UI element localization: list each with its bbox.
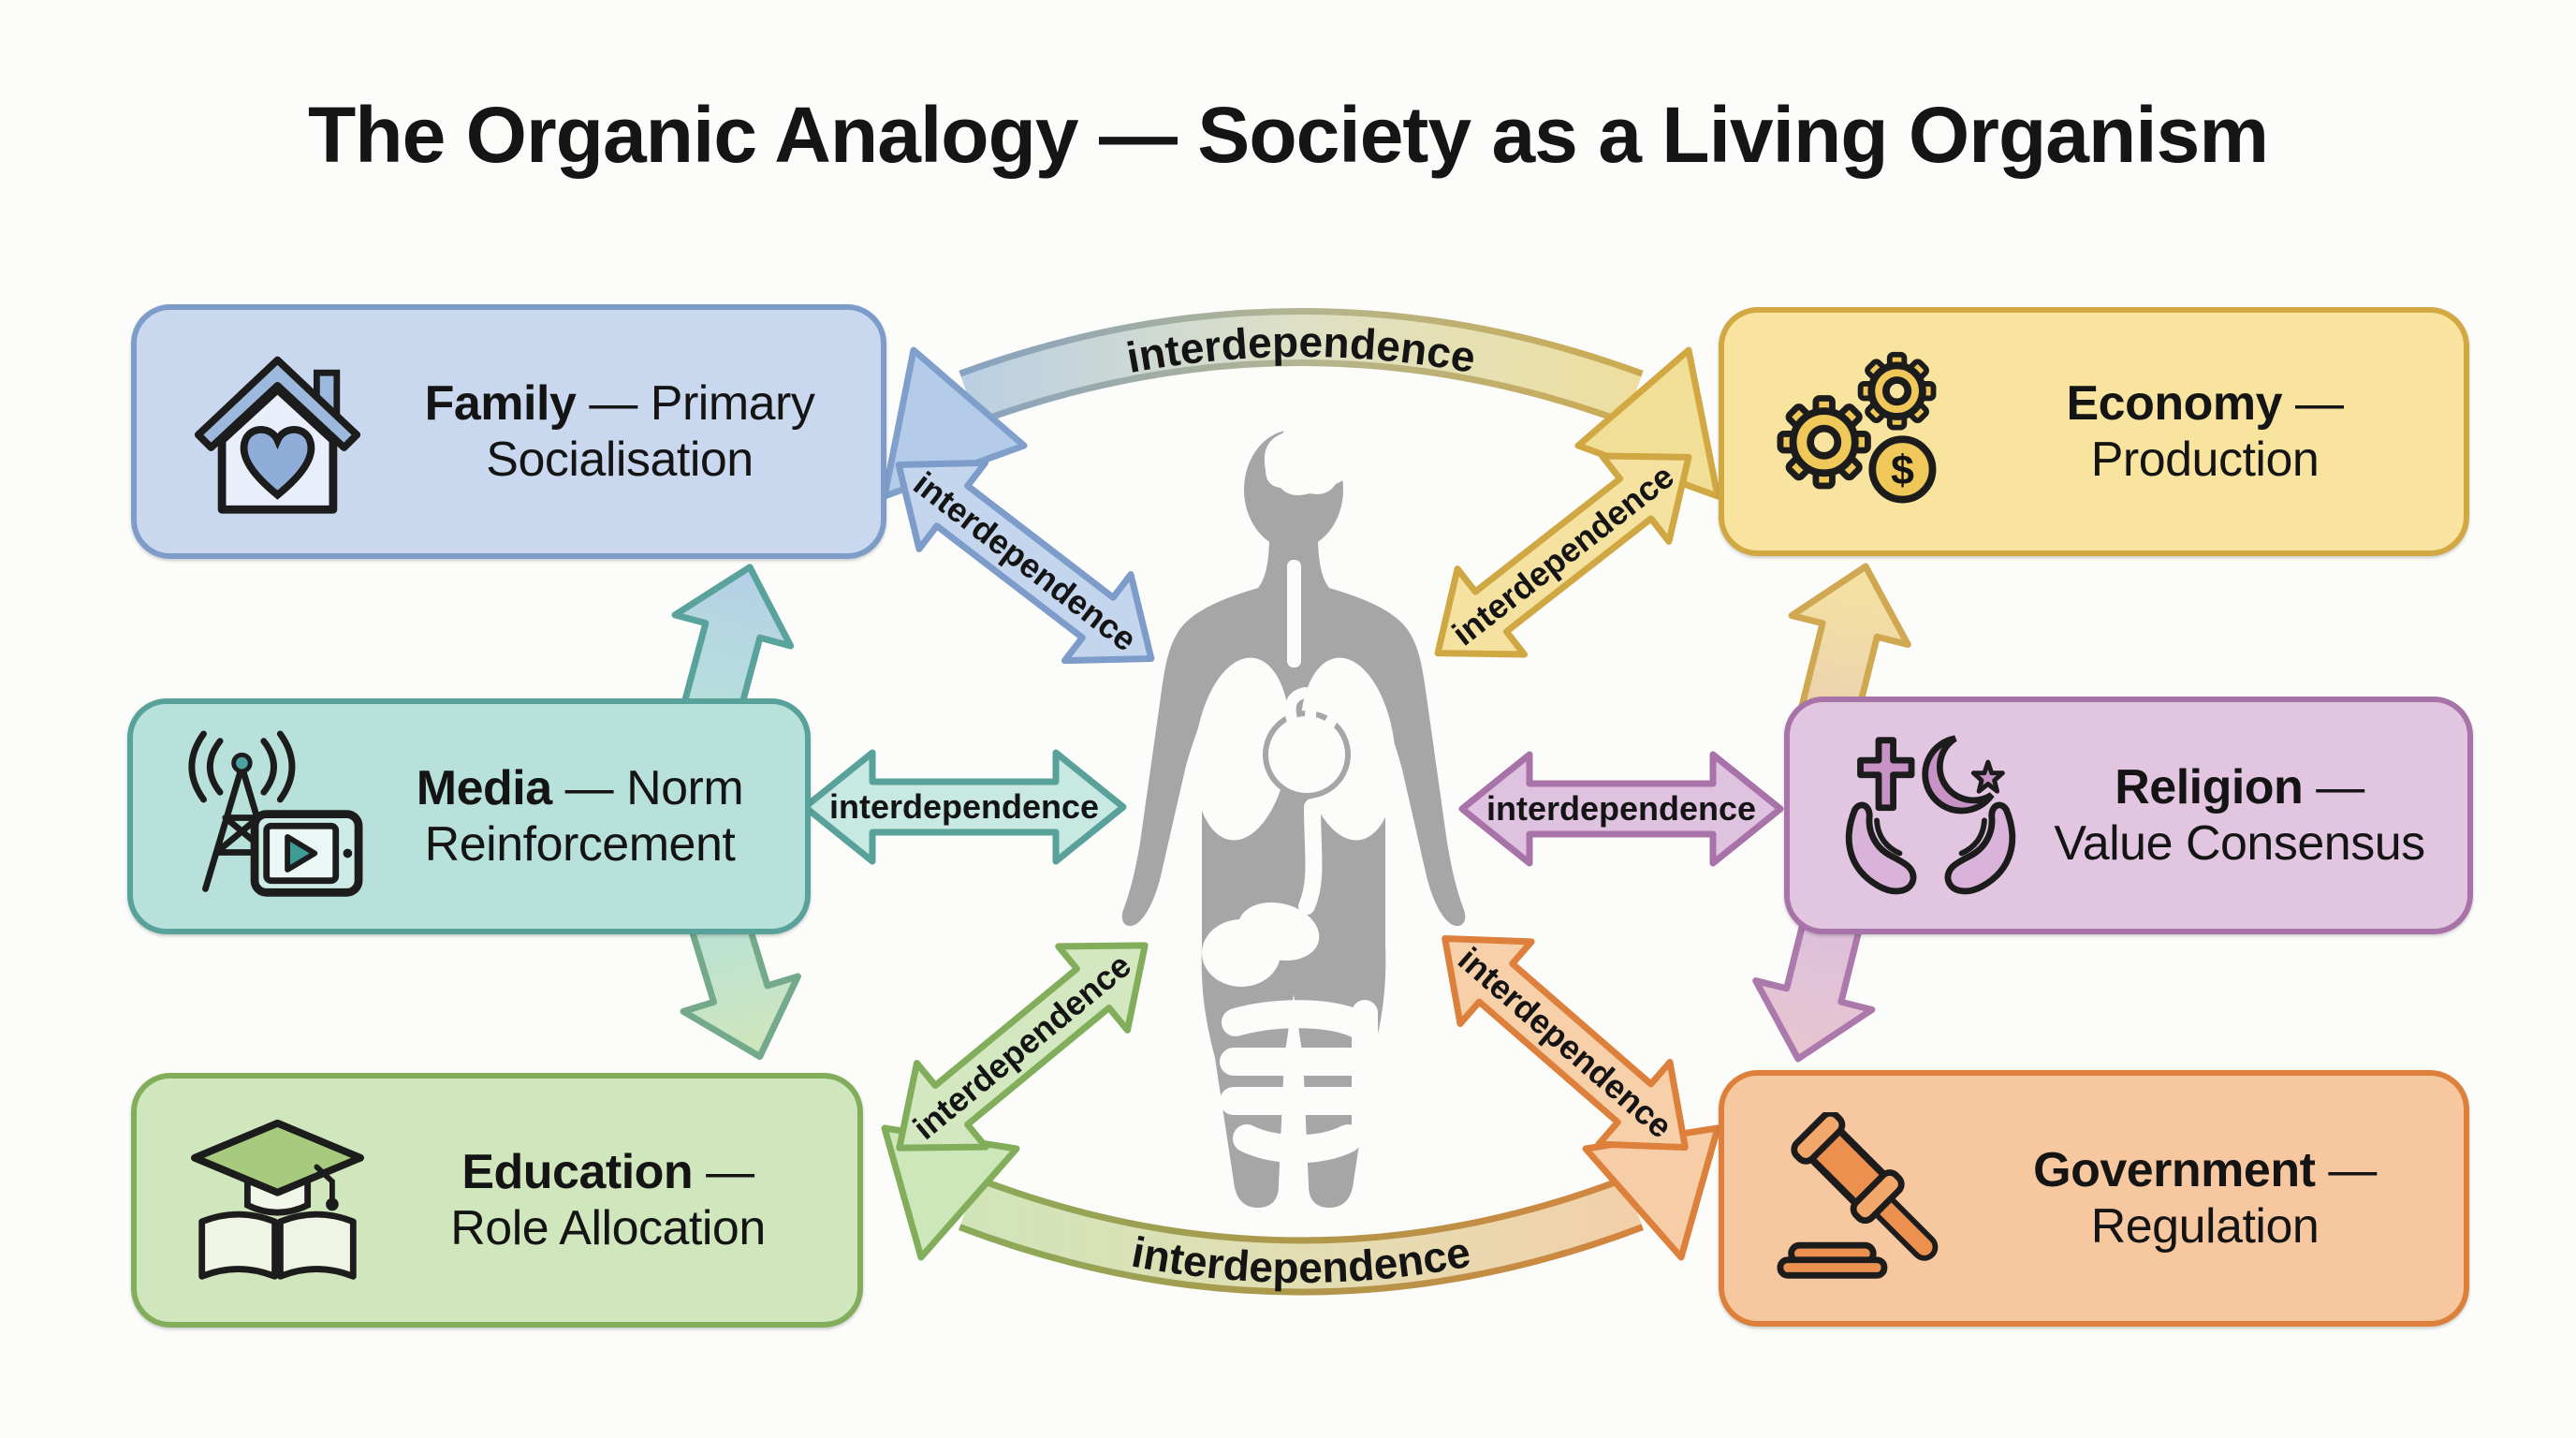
body-organs [1193, 421, 1397, 1164]
family-economy-arc-arrow [881, 308, 1721, 500]
religion-line2: Value Consensus [2054, 816, 2425, 871]
interdependence-label: interdependence [905, 946, 1137, 1147]
interdependence-label: interdependence [829, 787, 1099, 826]
media-name: Media [416, 760, 552, 815]
family-name: Family [424, 375, 577, 431]
interdependence-label: interdependence [1445, 457, 1681, 653]
economy-box-label: Economy — Production [1961, 375, 2464, 489]
interdependence-label: interdependence [907, 464, 1145, 659]
diagram-title: The Organic Analogy — Society as a Livin… [307, 91, 2269, 179]
education-box-label: Education — Role Allocation [373, 1144, 857, 1257]
interdependence-label: interdependence [1486, 789, 1756, 828]
media-tail: — Norm [564, 760, 744, 815]
family-box: Family — Primary Socialisation [131, 304, 886, 559]
government-name: Government [2033, 1142, 2316, 1197]
education-line2: Role Allocation [450, 1201, 766, 1255]
family-box-label: Family — Primary Socialisation [373, 375, 881, 489]
interdependence-arc-bottom-label: interdependence [1128, 1227, 1474, 1292]
hands-cross-crescent-icon [1845, 734, 2016, 894]
broadcast-tablet-icon [188, 729, 363, 897]
gears-dollar-icon: $ [1777, 351, 1937, 503]
media-box: Media — Norm Reinforcement [127, 698, 811, 934]
family-line2: Socialisation [486, 433, 754, 487]
dollar-sign-glyph: $ [1891, 447, 1914, 493]
human-body-silhouette [1121, 421, 1466, 1208]
media-body-arrow: interdependence [801, 749, 1127, 865]
economy-box: $ Economy — Production [1719, 307, 2469, 556]
religion-box-label: Religion — Value Consensus [2027, 759, 2467, 873]
religion-tail: — [2316, 759, 2364, 814]
family-tail: — Primary [589, 375, 815, 431]
gradcap-book-icon [191, 1119, 364, 1280]
government-box: Government — Regulation [1719, 1070, 2469, 1327]
family-body-arrow: interdependence [895, 459, 1155, 665]
interdependence-arc-top-label: interdependence [1122, 317, 1479, 382]
government-box-label: Government — Regulation [1961, 1142, 2464, 1255]
gavel-icon [1777, 1111, 1939, 1279]
religion-name: Religion [2115, 759, 2304, 814]
education-tail: — [706, 1144, 754, 1199]
economy-body-arrow: interdependence [1434, 452, 1692, 658]
education-name: Education [461, 1144, 694, 1199]
religion-box: Religion — Value Consensus [1784, 697, 2473, 934]
education-body-arrow: interdependence [896, 942, 1149, 1152]
economy-tail: — [2295, 375, 2344, 431]
media-line2: Reinforcement [424, 817, 736, 872]
media-box-label: Media — Norm Reinforcement [370, 760, 805, 873]
interdependence-label: interdependence [1451, 940, 1679, 1146]
house-heart-icon [194, 356, 361, 514]
economy-name: Economy [2066, 375, 2283, 431]
government-body-arrow: interdependence [1442, 934, 1689, 1152]
government-line2: Regulation [2090, 1199, 2320, 1254]
religion-body-arrow: interdependence [1458, 751, 1784, 867]
education-box: Education — Role Allocation [131, 1073, 863, 1328]
government-tail: — [2328, 1142, 2377, 1197]
economy-line2: Production [2090, 433, 2320, 487]
